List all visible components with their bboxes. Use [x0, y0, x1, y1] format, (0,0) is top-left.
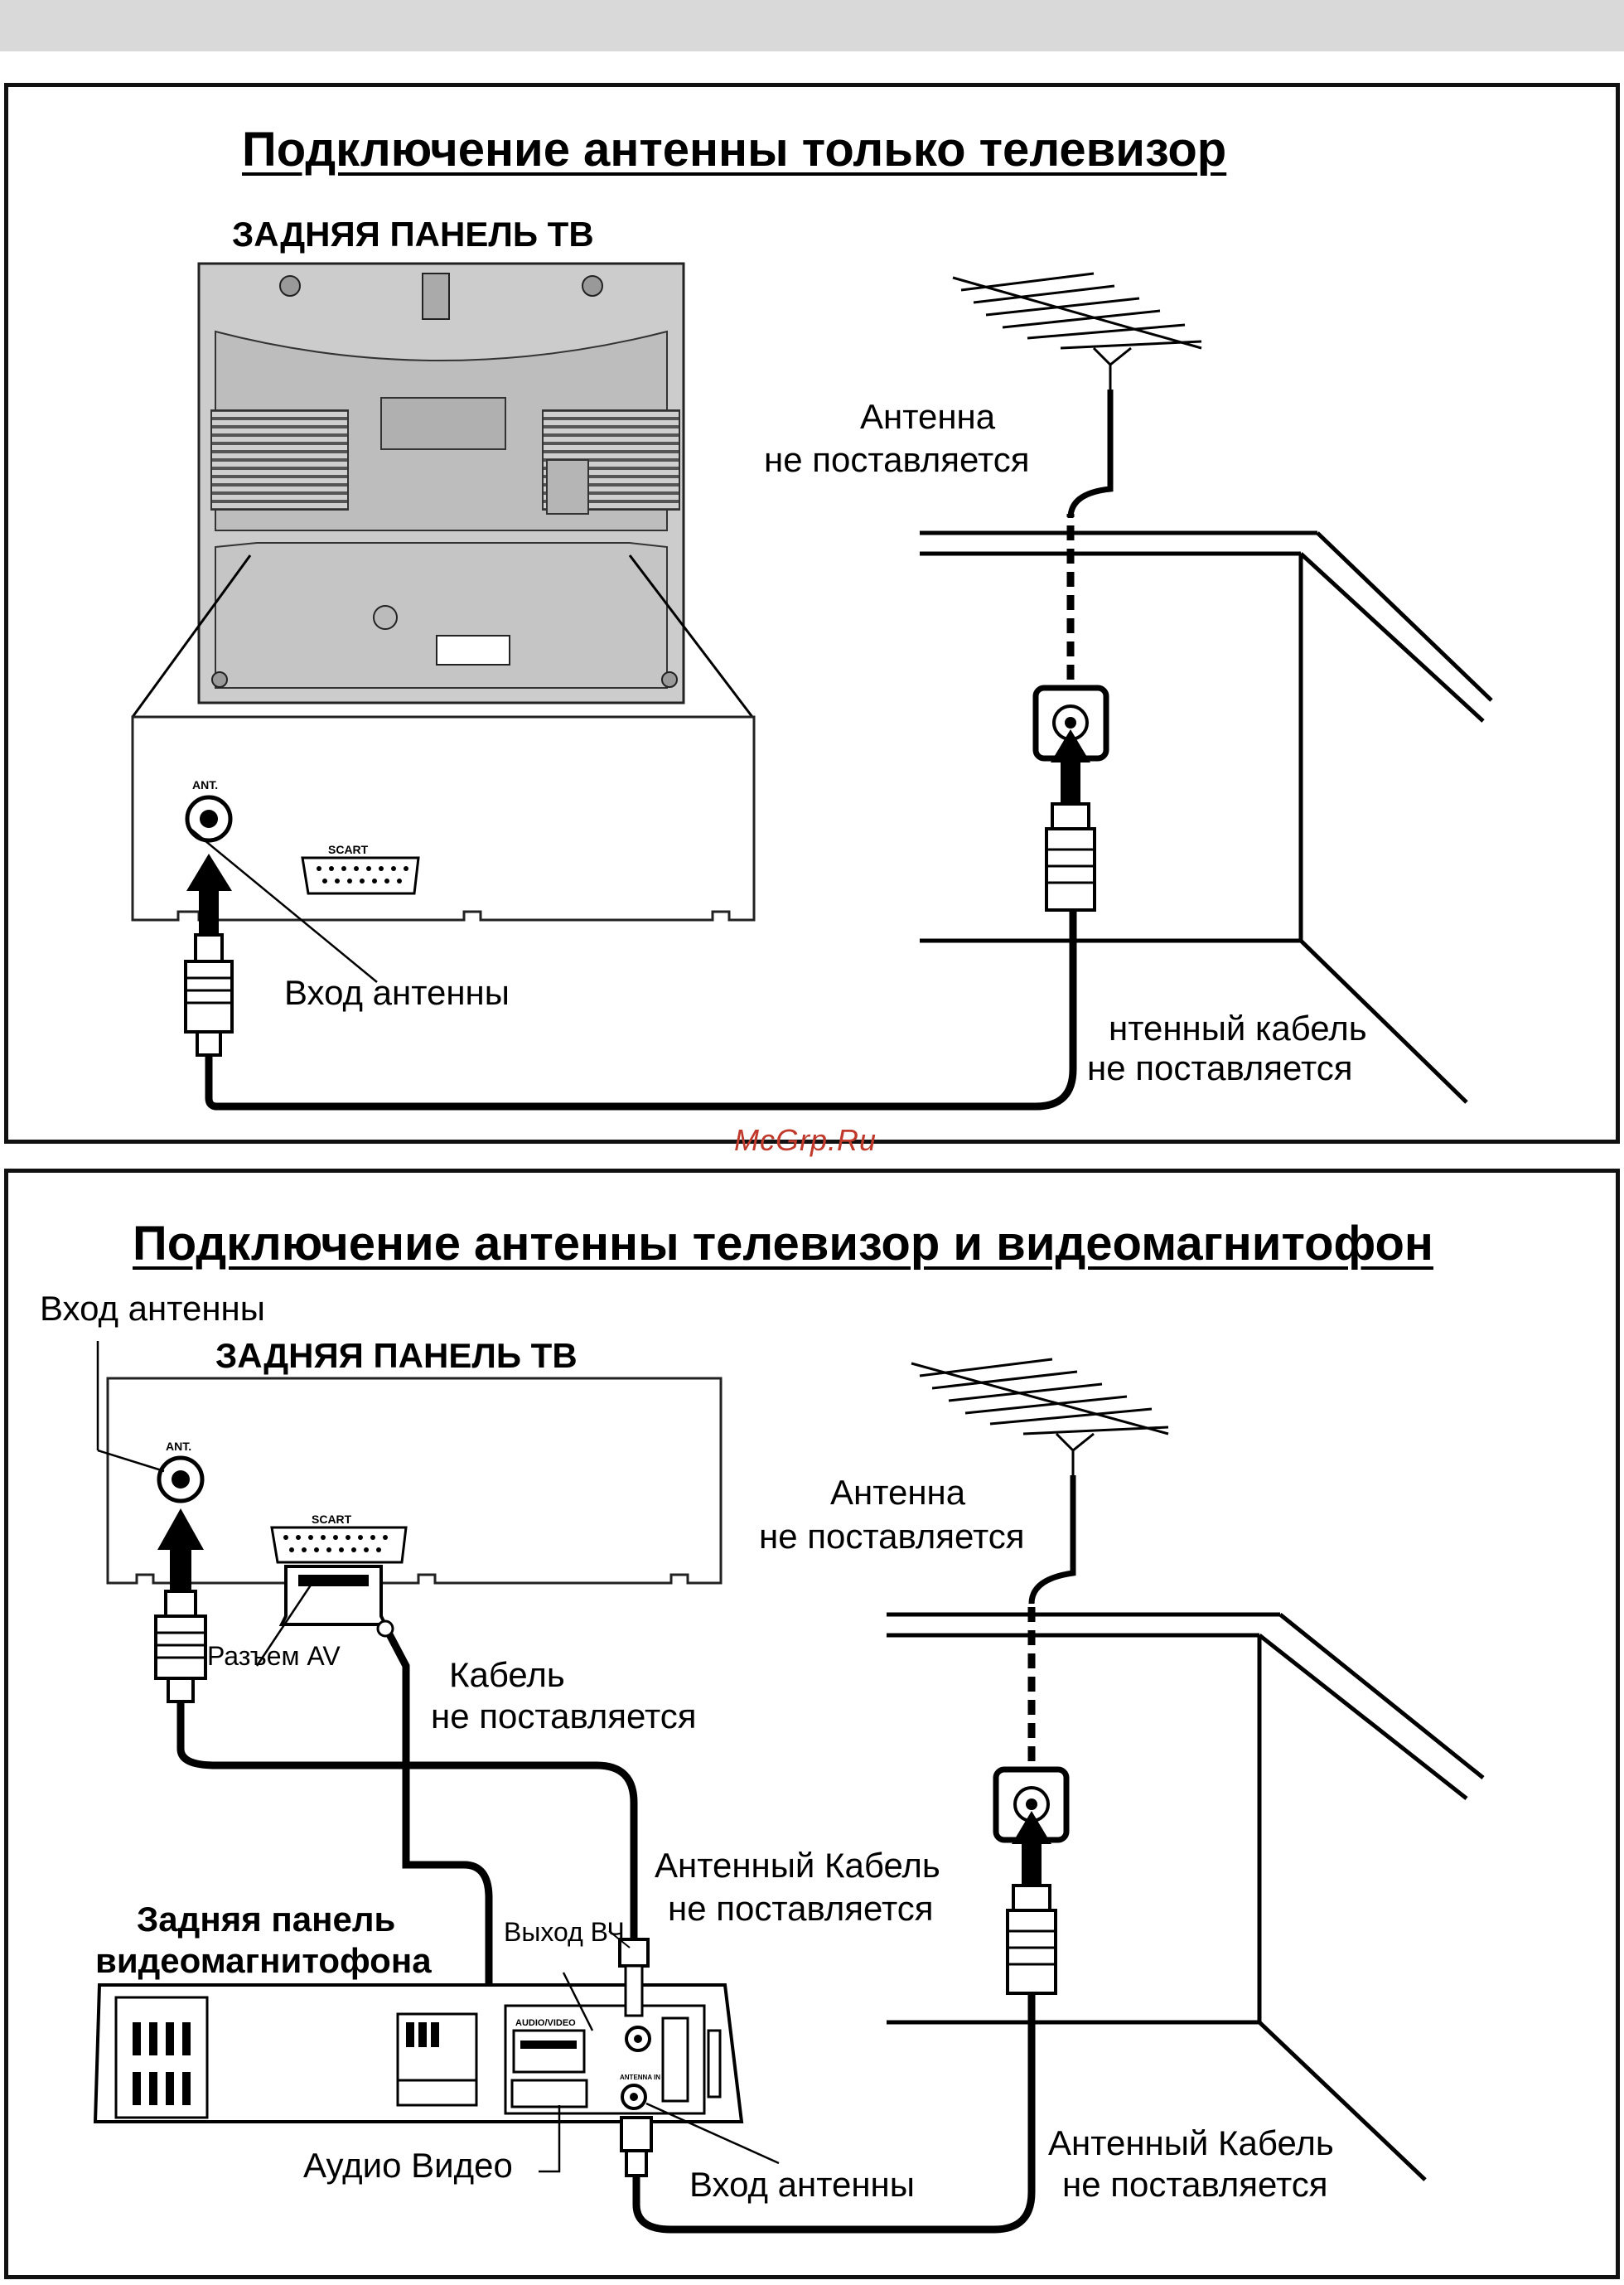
vcr-antenna-plug — [620, 2116, 653, 2177]
panel2-ant-port-label: ANT. — [166, 1440, 192, 1453]
arrow-into-ant — [186, 854, 232, 935]
panel1-antenna-not-supplied: не поставляется — [764, 440, 1030, 479]
panel2-cable-not-supplied: не поставляется — [431, 1697, 697, 1736]
panel2-title: Подключение антенны телевизор и видеомаг… — [133, 1217, 1433, 1271]
panel2-audio-video-label: Аудио Видео — [303, 2146, 513, 2185]
top-gray-bar — [0, 0, 1624, 51]
panel1-cable-label: нтенный кабель — [1109, 1009, 1367, 1048]
antenna-illustration-2 — [911, 1358, 1169, 1475]
panel2-rf-out-label: Выход ВЧ — [504, 1917, 625, 1947]
panel2-antenna-cable-label-1: Антенный Кабель — [655, 1846, 940, 1885]
antenna-cable-2 — [632, 1993, 1036, 2234]
panel1-antenna-label: Антенна — [860, 397, 996, 436]
panel2-antenna-input-bottom: Вход антенны — [689, 2165, 915, 2204]
panel2-antenna-not-supplied: не поставляется — [759, 1517, 1025, 1556]
building-outline-1 — [920, 530, 1493, 1104]
panel2-tv-rear-label: ЗАДНЯЯ ПАНЕЛЬ ТВ — [215, 1336, 578, 1375]
panel2-audio-video-port-label: AUDIO/VIDEO — [515, 2018, 576, 2028]
building-outline-2 — [887, 1612, 1485, 2181]
watermark: McGrp.Ru — [734, 1123, 877, 1157]
wall-socket-1 — [1032, 685, 1109, 912]
rf-out-plug — [618, 1938, 650, 2017]
panel2-cable-label: Кабель — [449, 1655, 565, 1694]
tv-back-illustration — [197, 262, 685, 704]
tv-zoom-panel — [131, 715, 756, 922]
panel2-antenna-cable-label-2: Антенный Кабель — [1048, 2123, 1334, 2162]
panel1-tv-rear-label: ЗАДНЯЯ ПАНЕЛЬ ТВ — [232, 215, 594, 254]
panel2-av-connector-label: Разъем AV — [207, 1641, 341, 1671]
panel1-title: Подключение антенны только телевизор — [242, 123, 1227, 177]
panel1-cable-not-supplied: не поставляется — [1087, 1048, 1353, 1087]
panel2-vcr-rear-label-1: Задняя панель — [137, 1900, 396, 1939]
panel2-antenna-cable-not-supplied-2: не поставляется — [1062, 2165, 1328, 2204]
panel2-scart-port-label: SCART — [312, 1513, 352, 1526]
antenna-plug-1 — [184, 933, 234, 1057]
panel1-ant-port-label: ANT. — [192, 778, 219, 792]
vcr-illustration — [93, 1983, 744, 2123]
tv-zoom-panel-2 — [106, 1377, 723, 1638]
wall-socket-2 — [993, 1766, 1070, 1995]
panel2-antenna-input-top: Вход антенны — [40, 1289, 265, 1328]
antenna-illustration-1 — [952, 272, 1202, 390]
panel2-antenna-cable-not-supplied-1: не поставляется — [668, 1889, 934, 1928]
panel2-vcr-rear-label-2: видеомагнитофона — [95, 1941, 432, 1980]
antenna-plug-2 — [154, 1590, 207, 1703]
panel2-antenna-label: Антенна — [830, 1473, 966, 1512]
panel1-antenna-input-label: Вход антенны — [284, 973, 510, 1012]
antenna-cable-1 — [205, 910, 1077, 1111]
panel1-scart-port-label: SCART — [328, 843, 369, 856]
panel2-antenna-in-port-label: ANTENNA IN — [620, 2074, 661, 2081]
rf-cable — [176, 1702, 638, 1964]
